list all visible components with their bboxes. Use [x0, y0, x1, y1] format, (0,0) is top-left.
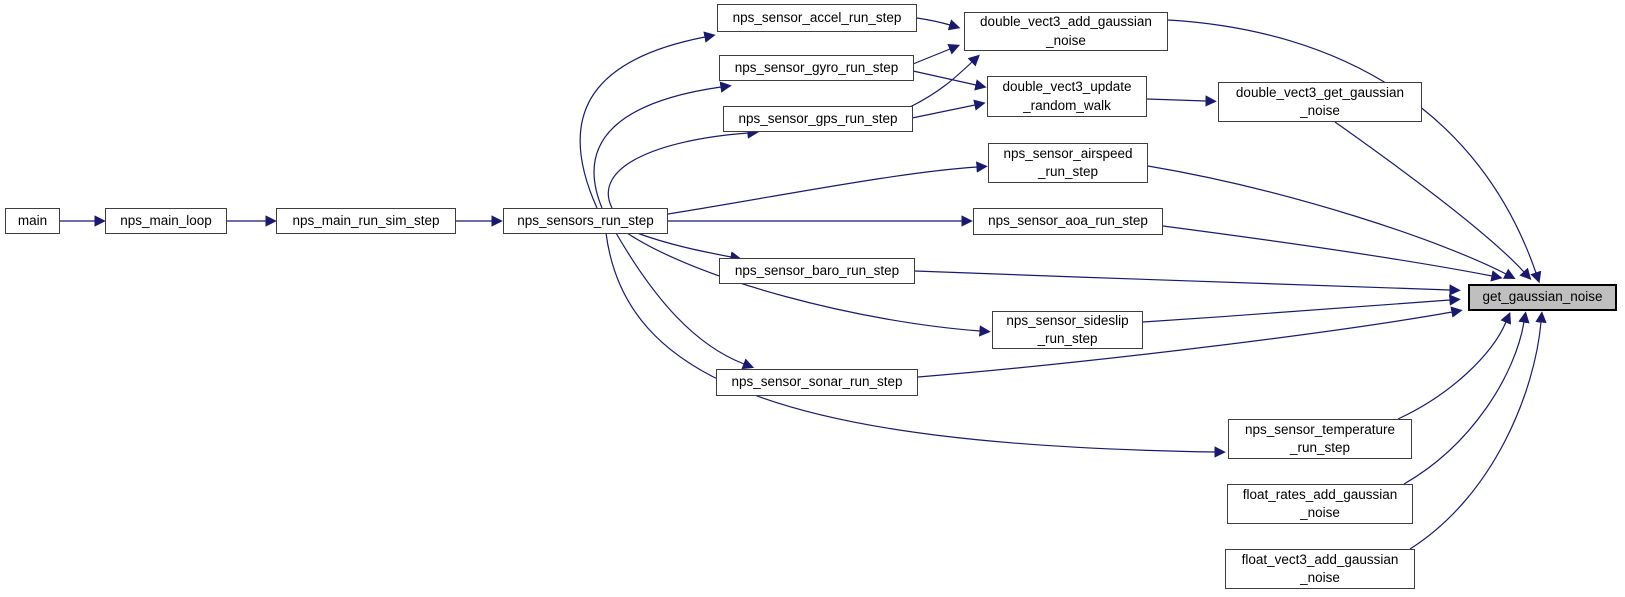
node-double_vect3_update_random_walk[interactable]: double_vect3_update _random_walk — [987, 76, 1147, 117]
node-nps_sensor_baro_run_step[interactable]: nps_sensor_baro_run_step — [719, 258, 915, 284]
edge-nps_sensors_run_step-to-nps_sensor_gps_run_step — [607, 127, 759, 209]
edge-nps_sensor_gyro_run_step-to-double_vect3_add_gaussian_noise — [912, 43, 961, 65]
edge-nps_sensor_gps_run_step-to-double_vect3_update_random_walk — [911, 99, 986, 119]
edge-nps_sensor_baro_run_step-to-get_gaussian_noise — [914, 270, 1461, 296]
edge-float_vect3_add_gaussian_noise-to-get_gaussian_noise — [1409, 311, 1547, 550]
node-nps_main_loop[interactable]: nps_main_loop — [105, 208, 227, 234]
node-nps_sensor_temperature_run_step[interactable]: nps_sensor_temperature _run_step — [1228, 419, 1412, 459]
node-float_vect3_add_gaussian_noise[interactable]: float_vect3_add_gaussian _noise — [1225, 549, 1415, 589]
edge-nps_sensors_run_step-to-nps_sensor_baro_run_step — [636, 232, 742, 263]
edge-nps_sensors_run_step-to-nps_sensor_sonar_run_step — [615, 232, 755, 370]
edge-nps_sensor_gyro_run_step-to-double_vect3_update_random_walk — [912, 70, 987, 91]
node-nps_sensor_airspeed_run_step[interactable]: nps_sensor_airspeed _run_step — [988, 143, 1148, 183]
edge-nps_sensor_gps_run_step-to-double_vect3_add_gaussian_noise — [909, 54, 980, 108]
node-nps_sensor_gps_run_step[interactable]: nps_sensor_gps_run_step — [723, 106, 913, 132]
edge-nps_sensor_sideslip_run_step-to-get_gaussian_noise — [1142, 294, 1461, 323]
edge-nps_sensors_run_step-to-nps_sensor_sideslip_run_step — [626, 232, 991, 337]
edge-double_vect3_add_gaussian_noise-to-get_gaussian_noise — [1167, 19, 1542, 284]
node-double_vect3_get_gaussian_noise[interactable]: double_vect3_get_gaussian _noise — [1218, 82, 1422, 122]
node-nps_sensor_accel_run_step[interactable]: nps_sensor_accel_run_step — [717, 4, 917, 32]
node-float_rates_add_gaussian_noise[interactable]: float_rates_add_gaussian _noise — [1227, 484, 1413, 524]
node-nps_sensors_run_step[interactable]: nps_sensors_run_step — [503, 208, 668, 234]
node-nps_sensor_sonar_run_step[interactable]: nps_sensor_sonar_run_step — [716, 369, 918, 396]
node-double_vect3_add_gaussian_noise[interactable]: double_vect3_add_gaussian _noise — [964, 12, 1168, 51]
edge-nps_sensors_run_step-to-nps_sensor_accel_run_step — [579, 31, 716, 209]
edge-double_vect3_get_gaussian_noise-to-get_gaussian_noise — [1334, 121, 1532, 280]
edge-nps_sensor_accel_run_step-to-double_vect3_add_gaussian_noise — [916, 17, 961, 31]
node-get_gaussian_noise: get_gaussian_noise — [1468, 284, 1617, 311]
edge-double_vect3_update_random_walk-to-double_vect3_get_gaussian_noise — [1146, 95, 1217, 107]
node-nps_main_run_sim_step[interactable]: nps_main_run_sim_step — [276, 208, 456, 234]
node-nps_sensor_gyro_run_step[interactable]: nps_sensor_gyro_run_step — [719, 55, 914, 81]
node-main[interactable]: main — [5, 208, 60, 234]
edge-nps_sensors_run_step-to-nps_sensor_gyro_run_step — [593, 81, 732, 209]
node-nps_sensor_sideslip_run_step[interactable]: nps_sensor_sideslip _run_step — [992, 311, 1143, 349]
edge-float_rates_add_gaussian_noise-to-get_gaussian_noise — [1403, 311, 1530, 485]
node-nps_sensor_aoa_run_step[interactable]: nps_sensor_aoa_run_step — [973, 208, 1163, 235]
edge-nps_sensor_sonar_run_step-to-get_gaussian_noise — [917, 306, 1463, 378]
edge-nps_sensor_airspeed_run_step-to-get_gaussian_noise — [1147, 165, 1516, 279]
edge-nps_sensor_temperature_run_step-to-get_gaussian_noise — [1397, 312, 1512, 420]
edge-nps_sensor_aoa_run_step-to-get_gaussian_noise — [1162, 225, 1503, 282]
edge-nps_sensors_run_step-to-nps_sensor_airspeed_run_step — [667, 161, 988, 215]
